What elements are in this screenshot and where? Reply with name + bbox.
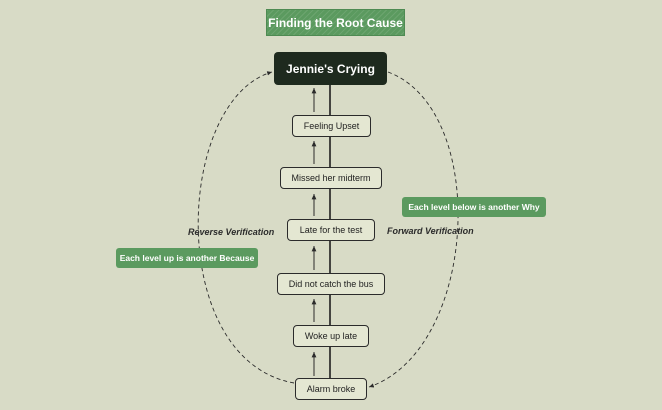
node-alarm-broke[interactable]: Alarm broke bbox=[295, 378, 367, 400]
callout-because: Each level up is another Because bbox=[116, 248, 258, 268]
node-missed-midterm[interactable]: Missed her midterm bbox=[280, 167, 382, 189]
node-late-for-test[interactable]: Late for the test bbox=[287, 219, 375, 241]
root-node[interactable]: Jennie's Crying bbox=[274, 52, 387, 85]
node-missed-bus[interactable]: Did not catch the bus bbox=[277, 273, 385, 295]
reverse-verification-label: Reverse Verification bbox=[188, 227, 275, 237]
forward-verification-label: Forward Verification bbox=[387, 226, 474, 236]
diagram-title: Finding the Root Cause bbox=[266, 9, 405, 36]
reverse-verification-path bbox=[197, 71, 295, 384]
node-feeling-upset[interactable]: Feeling Upset bbox=[292, 115, 371, 137]
forward-verification-path bbox=[368, 71, 459, 388]
node-woke-up-late[interactable]: Woke up late bbox=[293, 325, 369, 347]
callout-why: Each level below is another Why bbox=[402, 197, 546, 217]
